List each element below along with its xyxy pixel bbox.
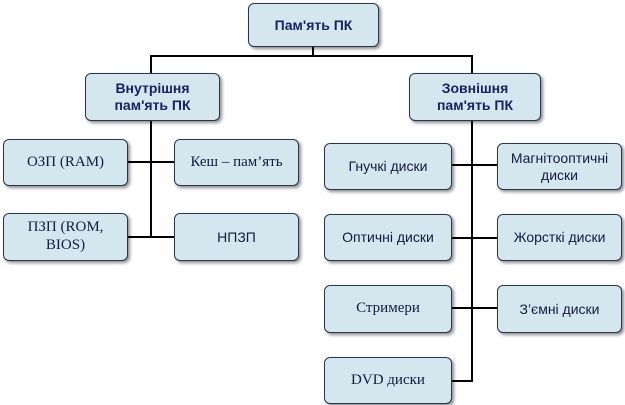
- node-magneto-optical-disks: Магнітооптичні диски: [497, 143, 622, 190]
- connector-root-external: [471, 55, 473, 73]
- node-streamers: Стримери: [324, 285, 452, 333]
- connector-internal-row2: [128, 236, 174, 238]
- node-pzp-rom-bios: ПЗП (ROM, BIOS): [3, 213, 128, 261]
- node-external-memory: Зовнішня пам'ять ПК: [409, 73, 541, 121]
- node-npzp: НПЗП: [174, 213, 299, 261]
- node-cache-memory: Кеш – пам’ять: [174, 139, 299, 186]
- node-removable-disks: З’ємні диски: [497, 285, 622, 333]
- node-ozp-ram: ОЗП (RAM): [3, 139, 128, 186]
- node-root: Пам'ять ПК: [248, 3, 379, 47]
- connector-internal-spine: [150, 120, 152, 238]
- node-dvd-disks: DVD диски: [324, 357, 452, 404]
- connector-external-spine: [471, 120, 473, 381]
- connector-external-row1: [452, 164, 497, 166]
- connector-external-row2: [452, 237, 497, 239]
- node-internal-memory: Внутрішня пам'ять ПК: [85, 73, 220, 121]
- connector-internal-row1: [128, 161, 174, 163]
- connector-root-stem: [312, 47, 314, 56]
- connector-external-row3: [452, 307, 497, 309]
- connector-root-bar: [150, 55, 472, 57]
- connector-external-row4: [452, 380, 473, 382]
- node-hard-disks: Жорсткі диски: [497, 214, 622, 261]
- node-optical-disks: Оптичні диски: [324, 214, 452, 261]
- node-floppy-disks: Гнучкі диски: [324, 143, 452, 190]
- connector-root-internal: [150, 55, 152, 73]
